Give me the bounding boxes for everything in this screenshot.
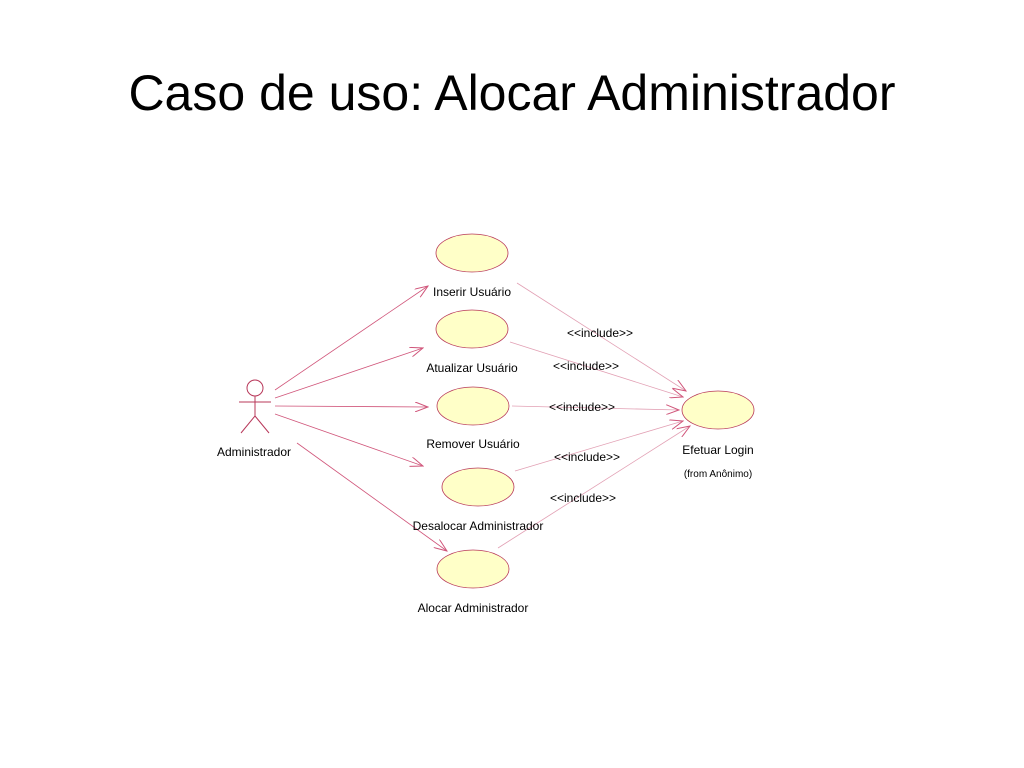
association-desalocar[interactable] bbox=[274, 413, 423, 466]
use-case-alocar-administrador[interactable]: Alocar Administrador bbox=[418, 549, 529, 615]
include-label-remover: <<include>> bbox=[549, 400, 615, 414]
include-line-remover[interactable] bbox=[511, 406, 679, 410]
actor-head bbox=[246, 379, 264, 397]
use-case-inserir-usuario-shape bbox=[435, 233, 509, 273]
associations bbox=[274, 286, 447, 551]
association-atualizar[interactable] bbox=[274, 348, 423, 399]
use-case-remover-usuario-label: Remover Usuário bbox=[426, 437, 520, 451]
include-line-desalocar[interactable] bbox=[514, 421, 683, 472]
actor-left-leg bbox=[240, 415, 256, 434]
use-case-desalocar-administrador-label: Desalocar Administrador bbox=[413, 519, 544, 533]
use-case-remover-usuario[interactable]: Remover Usuário bbox=[426, 386, 520, 451]
use-case-atualizar-usuario[interactable]: Atualizar Usuário bbox=[426, 309, 518, 375]
use-case-desalocar-administrador-shape bbox=[441, 467, 515, 507]
use-case-atualizar-usuario-label: Atualizar Usuário bbox=[426, 361, 518, 375]
use-case-inserir-usuario-label: Inserir Usuário bbox=[433, 285, 511, 299]
use-case-alocar-administrador-shape bbox=[436, 549, 510, 589]
include-label-alocar: <<include>> bbox=[550, 491, 616, 505]
use-case-remover-usuario-shape bbox=[436, 386, 510, 426]
include-labels: <<include>> <<include>> <<include>> <<in… bbox=[549, 326, 633, 505]
actor-administrador[interactable]: Administrador bbox=[217, 379, 291, 459]
use-case-efetuar-login-label: Efetuar Login bbox=[682, 443, 753, 457]
use-case-efetuar-login-shape bbox=[681, 390, 755, 430]
use-case-efetuar-login[interactable]: Efetuar Login (from Anônimo) bbox=[681, 390, 755, 480]
use-case-atualizar-usuario-shape bbox=[435, 309, 509, 349]
include-label-desalocar: <<include>> bbox=[554, 450, 620, 464]
use-case-desalocar-administrador[interactable]: Desalocar Administrador bbox=[413, 467, 544, 533]
include-relations bbox=[497, 282, 690, 549]
use-case-alocar-administrador-label: Alocar Administrador bbox=[418, 601, 529, 615]
use-case-inserir-usuario[interactable]: Inserir Usuário bbox=[433, 233, 511, 299]
actor-right-leg bbox=[254, 415, 270, 434]
association-alocar[interactable] bbox=[296, 442, 447, 551]
use-case-efetuar-login-note: (from Anônimo) bbox=[684, 469, 752, 480]
include-line-inserir[interactable] bbox=[516, 282, 686, 391]
include-line-atualizar[interactable] bbox=[509, 341, 683, 397]
include-line-alocar[interactable] bbox=[497, 426, 690, 549]
include-label-inserir: <<include>> bbox=[567, 326, 633, 340]
actor-label: Administrador bbox=[217, 445, 291, 459]
association-inserir[interactable] bbox=[274, 286, 428, 391]
association-remover[interactable] bbox=[274, 406, 428, 407]
include-label-atualizar: <<include>> bbox=[553, 359, 619, 373]
slide-title: Caso de uso: Alocar Administrador bbox=[128, 65, 896, 121]
